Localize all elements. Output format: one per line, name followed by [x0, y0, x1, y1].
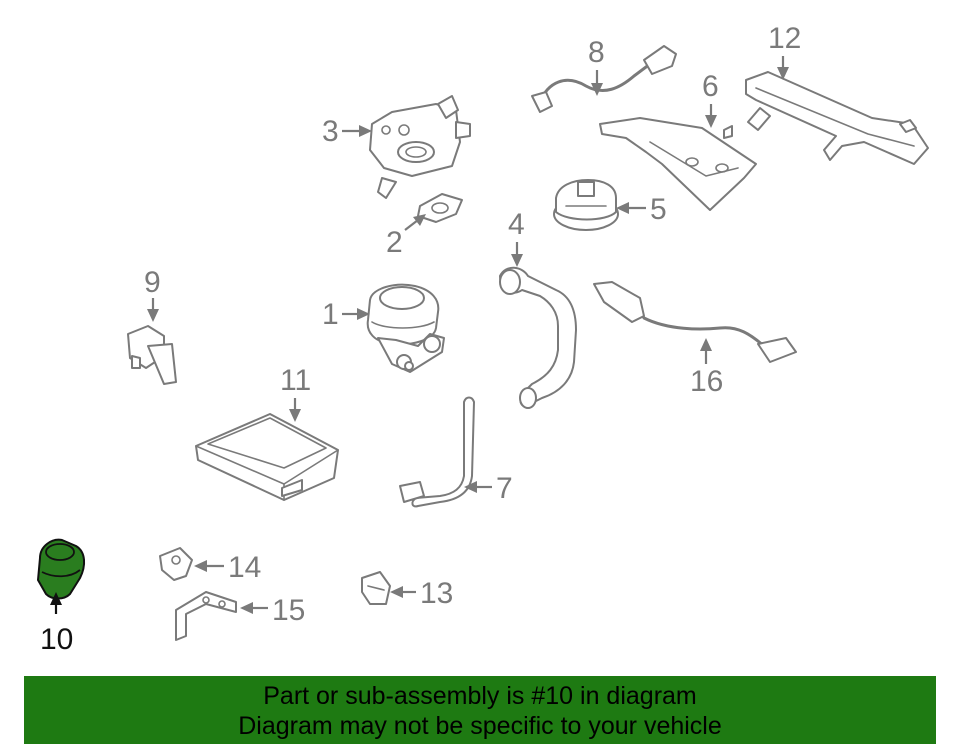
part-1-egr-valve[interactable] — [366, 283, 445, 373]
svg-text:14: 14 — [228, 551, 261, 584]
part-7-oxygen-sensor[interactable] — [399, 396, 475, 508]
svg-text:1: 1 — [322, 298, 339, 331]
part-14-clip[interactable] — [159, 547, 193, 581]
svg-text:5: 5 — [650, 193, 667, 226]
callout-5: 5 — [616, 193, 667, 226]
callout-12: 12 — [768, 22, 801, 80]
callout-8: 8 — [588, 36, 605, 96]
part-16-sensor-harness[interactable] — [593, 281, 797, 363]
part-13-clip[interactable] — [361, 571, 391, 605]
svg-text:13: 13 — [420, 577, 453, 610]
callout-1: 1 — [322, 298, 370, 331]
part-8-sensor-harness[interactable] — [531, 45, 677, 113]
part-5-canister[interactable] — [553, 179, 619, 231]
part-9-solenoid[interactable] — [127, 325, 177, 385]
callout-7: 7 — [464, 472, 513, 505]
svg-text:2: 2 — [386, 226, 403, 259]
svg-text:8: 8 — [588, 36, 605, 69]
part-11-control-module[interactable] — [195, 413, 339, 501]
svg-text:15: 15 — [272, 594, 305, 627]
svg-text:12: 12 — [768, 22, 801, 55]
callout-4: 4 — [508, 208, 525, 267]
callout-10: 10 — [40, 592, 73, 656]
callout-14: 14 — [194, 551, 261, 584]
info-banner: Part or sub-assembly is #10 in diagram D… — [24, 676, 936, 744]
callout-3: 3 — [322, 115, 372, 148]
callout-13: 13 — [390, 577, 453, 610]
svg-text:9: 9 — [144, 266, 161, 299]
banner-line-1: Part or sub-assembly is #10 in diagram — [263, 682, 697, 710]
part-3-egr-assembly[interactable] — [369, 95, 471, 199]
part-12-mounting-bracket[interactable] — [745, 71, 929, 165]
callout-6: 6 — [702, 70, 719, 128]
svg-text:11: 11 — [280, 364, 311, 397]
part-2-gasket[interactable] — [417, 193, 463, 223]
part-4-egr-pipe[interactable] — [499, 266, 577, 409]
svg-text:3: 3 — [322, 115, 339, 148]
svg-text:16: 16 — [690, 365, 723, 398]
part-15-bracket[interactable] — [175, 591, 237, 641]
part-10-highlighted[interactable] — [37, 538, 86, 600]
callout-15: 15 — [240, 594, 305, 627]
svg-text:7: 7 — [496, 472, 513, 505]
callout-11: 11 — [280, 364, 311, 422]
callout-9: 9 — [144, 266, 161, 322]
svg-text:6: 6 — [702, 70, 719, 103]
callout-16: 16 — [690, 338, 723, 398]
svg-text:10: 10 — [40, 623, 73, 656]
part-6-bracket[interactable] — [599, 117, 757, 211]
banner-line-2: Diagram may not be specific to your vehi… — [238, 712, 722, 740]
svg-text:4: 4 — [508, 208, 525, 241]
callout-2: 2 — [386, 214, 426, 259]
